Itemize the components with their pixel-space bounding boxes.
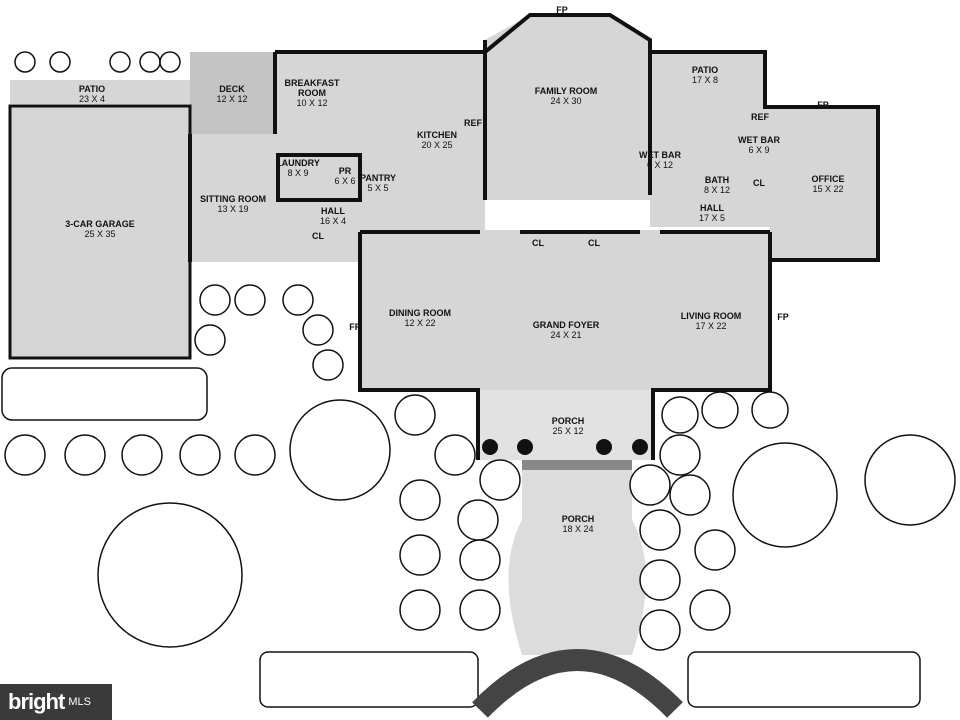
closet-hall: CL (312, 231, 324, 241)
fireplace-office: FP (817, 100, 829, 110)
closet-bath: CL (753, 178, 765, 188)
front-steps (472, 649, 683, 718)
fireplace-dining: FP (349, 322, 361, 332)
closet-foyer-right: CL (588, 238, 600, 248)
porch-columns (482, 439, 648, 455)
refrigerator-kitchen: REF (464, 118, 482, 128)
closet-foyer-left: CL (532, 238, 544, 248)
fireplace-living: FP (777, 312, 789, 322)
refrigerator-wetbar: REF (751, 112, 769, 122)
porch-step (522, 460, 632, 470)
walls (8, 13, 880, 460)
fireplace-family: FP (556, 5, 568, 15)
trees (1, 51, 956, 708)
